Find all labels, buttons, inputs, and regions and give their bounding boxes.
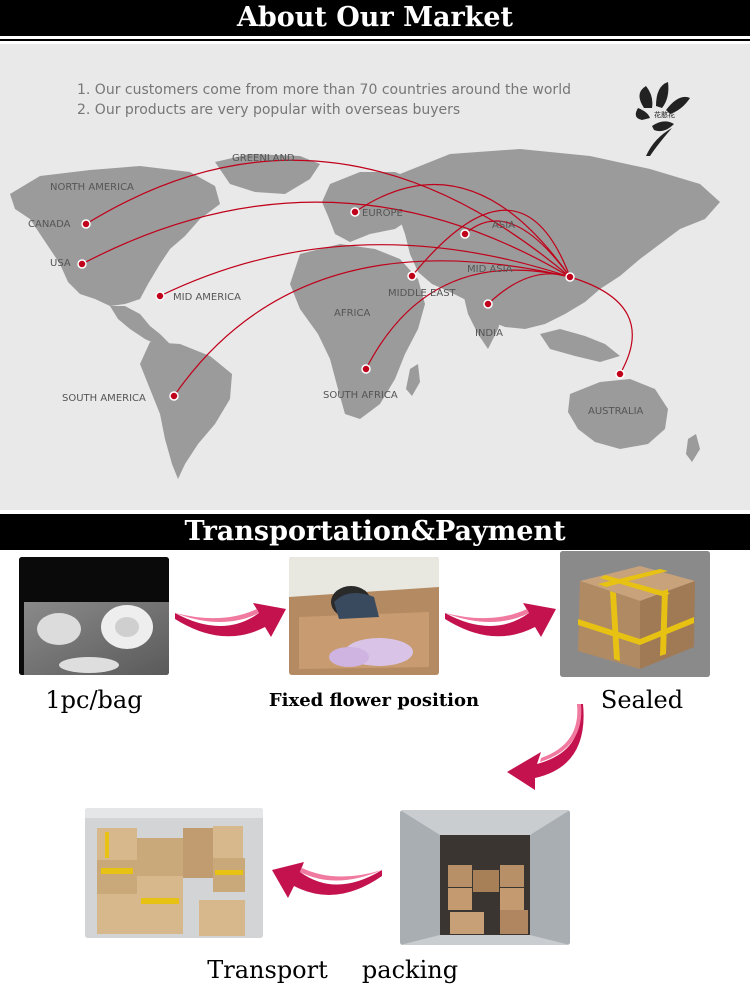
about-market-title: About Our Market: [236, 2, 514, 33]
label-south-africa: SOUTH AFRICA: [323, 390, 398, 401]
brand-logo: 花憨花: [634, 78, 694, 158]
arrow-right-icon: [443, 595, 558, 643]
label-greenland: GREENLAND: [232, 153, 295, 164]
container-packing-photo: [400, 810, 570, 945]
market-line-1: 1. Our customers come from more than 70 …: [77, 82, 571, 98]
label-mid-america: MID AMERICA: [173, 292, 241, 303]
flower-logo-icon: [635, 82, 690, 156]
label-asia: ASIA: [492, 220, 515, 231]
world-map-panel: 1. Our customers come from more than 70 …: [0, 44, 750, 510]
arrow-left-icon: [272, 852, 384, 904]
label-south-america: SOUTH AMERICA: [62, 393, 146, 404]
transportation-title: Transportation&Payment: [184, 516, 566, 547]
transport-caption: Transport: [207, 956, 328, 984]
transportation-banner: Transportation&Payment: [0, 514, 750, 550]
bag-photo: [19, 557, 169, 675]
fixed-caption: Fixed flower position: [268, 690, 480, 711]
label-north-america: NORTH AMERICA: [50, 182, 134, 193]
about-market-banner: About Our Market: [0, 0, 750, 36]
arrow-down-left-icon: [505, 700, 585, 792]
transport-boxes-photo: [85, 808, 263, 938]
label-mid-asia: MID ASIA: [467, 264, 513, 275]
sealed-caption: Sealed: [600, 686, 684, 714]
bag-caption: 1pc/bag: [45, 686, 143, 714]
label-australia: AUSTRALIA: [588, 406, 644, 417]
label-africa: AFRICA: [334, 308, 371, 319]
packing-caption: packing: [361, 956, 459, 984]
sealed-box-photo: [560, 551, 710, 677]
logo-text: 花憨花: [654, 111, 675, 119]
arrow-right-icon: [173, 595, 288, 643]
label-canada: CANADA: [28, 219, 71, 230]
label-europe: EUROPE: [362, 208, 403, 219]
label-usa: USA: [50, 258, 71, 269]
label-middle-east: MIDDLE EAST: [388, 288, 456, 299]
market-line-2: 2. Our products are very popular with ov…: [77, 102, 461, 118]
world-map: [10, 149, 720, 479]
packing-flower-photo: [289, 557, 439, 675]
label-india: INDIA: [475, 328, 503, 339]
divider: [0, 39, 750, 41]
